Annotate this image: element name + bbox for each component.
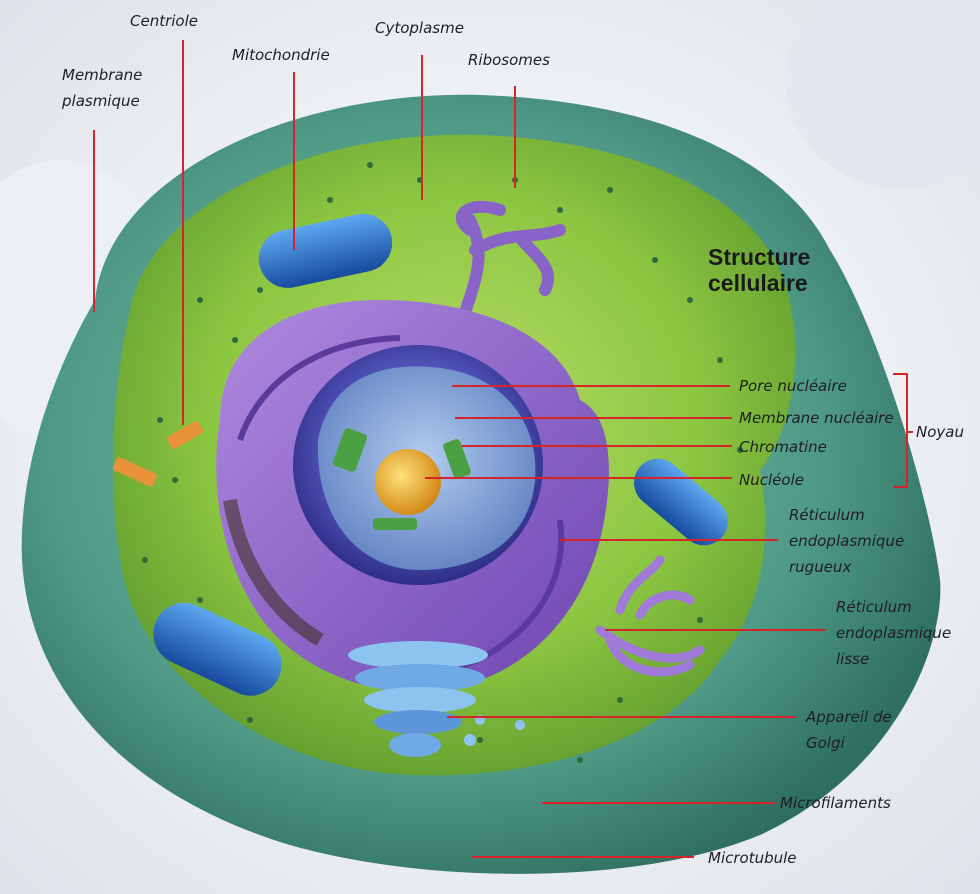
label-golgi-line1: Appareil de — [806, 704, 892, 730]
label-reticulum-rugueux: Réticulum endoplasmique rugueux — [789, 502, 904, 580]
label-microfilaments: Microfilaments — [780, 790, 891, 816]
label-reticulum-lisse: Réticulum endoplasmique lisse — [836, 594, 951, 672]
label-rer-line2: endoplasmique — [789, 528, 904, 554]
label-golgi-line2: Golgi — [806, 730, 892, 756]
label-membrane-nucleaire: Membrane nucléaire — [739, 405, 894, 431]
label-chromatine: Chromatine — [739, 434, 827, 460]
label-rel-line1: Réticulum — [836, 594, 951, 620]
label-rel-line3: lisse — [836, 646, 951, 672]
label-rer-line3: rugueux — [789, 554, 904, 580]
label-appareil-golgi: Appareil de Golgi — [806, 704, 892, 756]
label-pore-nucleaire: Pore nucléaire — [739, 373, 847, 399]
background-blob — [785, 0, 980, 190]
label-microtubule: Microtubule — [708, 845, 797, 871]
label-rel-line2: endoplasmique — [836, 620, 951, 646]
label-mitochondrie: Mitochondrie — [232, 42, 330, 68]
nucleolus — [375, 449, 441, 515]
label-nucleole: Nucléole — [739, 467, 804, 493]
label-membrane-plasmique-line1: Membrane — [62, 62, 142, 88]
label-rer-line1: Réticulum — [789, 502, 904, 528]
diagram-title-line1: Structure — [708, 244, 810, 270]
label-cytoplasme: Cytoplasme — [375, 15, 464, 41]
diagram-title-line2: cellulaire — [708, 270, 810, 296]
label-centriole: Centriole — [130, 8, 198, 34]
diagram-title: Structure cellulaire — [708, 244, 810, 296]
label-ribosomes: Ribosomes — [468, 47, 550, 73]
label-membrane-plasmique-line2: plasmique — [62, 88, 142, 114]
label-membrane-plasmique: Membrane plasmique — [62, 62, 142, 114]
label-noyau: Noyau — [916, 419, 964, 445]
